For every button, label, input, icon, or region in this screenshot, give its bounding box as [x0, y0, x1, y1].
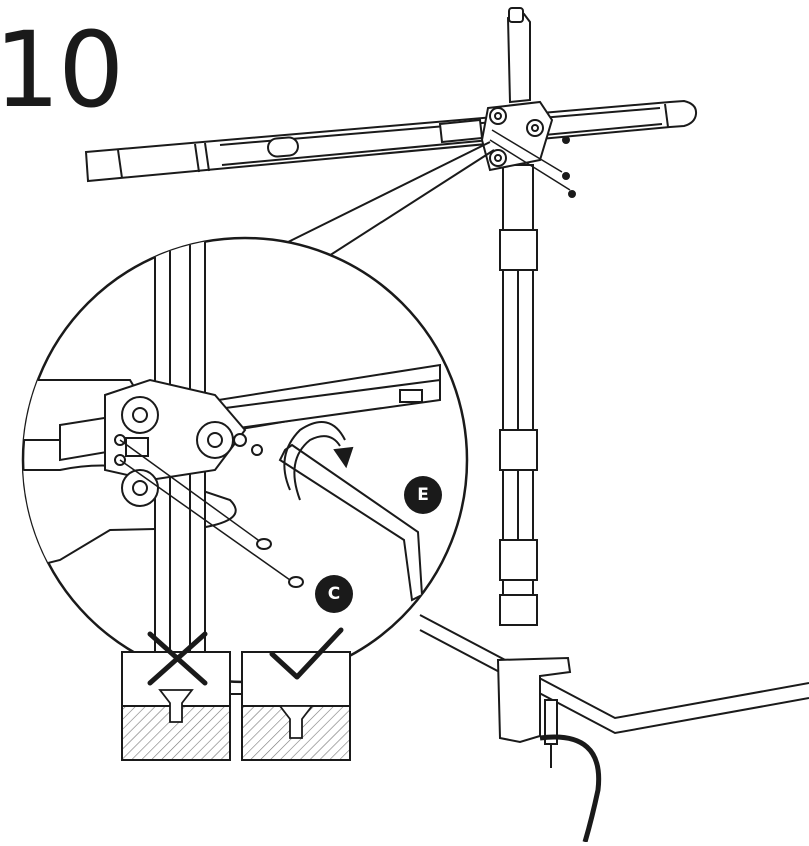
detail-view — [21, 236, 469, 684]
lamp-pole — [499, 7, 538, 626]
desk — [419, 614, 809, 735]
light-bar — [84, 99, 698, 183]
incorrect-cross-icon — [147, 631, 208, 686]
desk-clamp — [496, 656, 572, 768]
part-label-screw: C — [315, 575, 353, 613]
correct-check-icon — [269, 627, 344, 680]
part-label-allen-key: E — [404, 476, 442, 514]
screw-seat-correct — [241, 627, 351, 761]
zoom-callout — [279, 141, 495, 271]
connector-block — [480, 100, 576, 198]
step-number: 10 — [0, 9, 124, 131]
power-cable — [539, 734, 602, 843]
screw-seat-incorrect — [121, 631, 231, 761]
